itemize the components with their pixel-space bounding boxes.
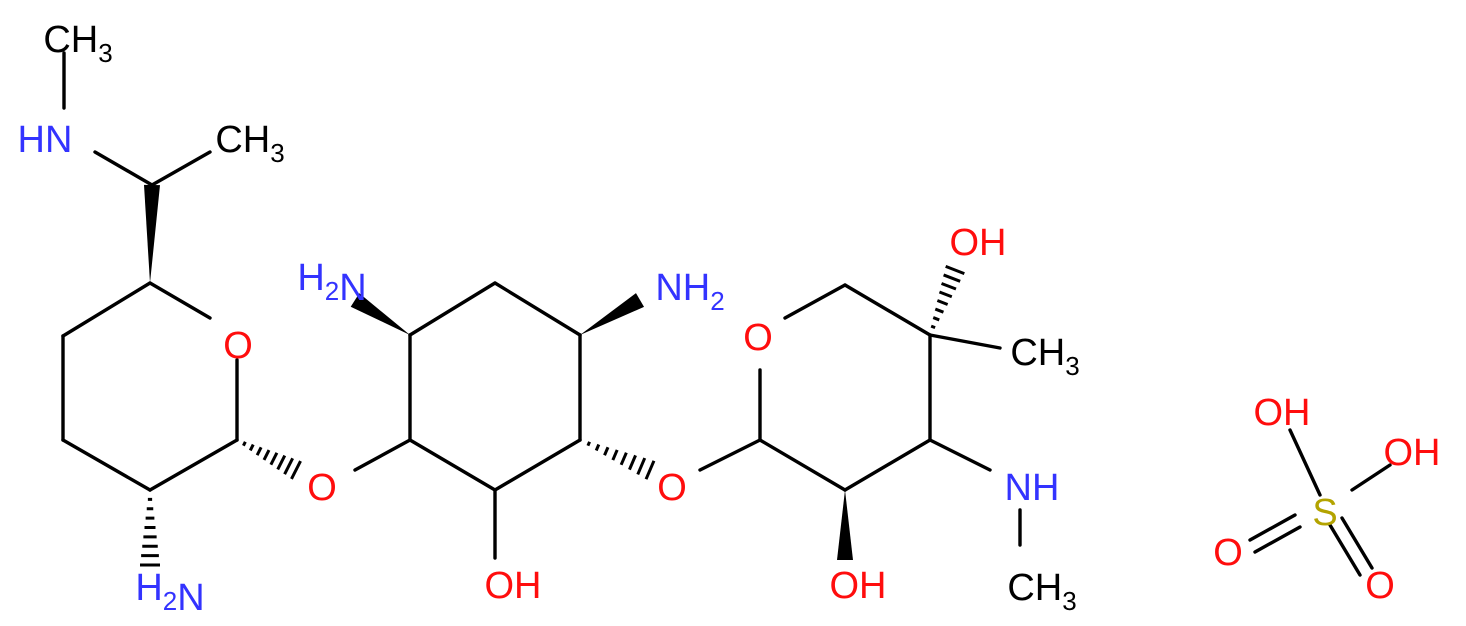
bond-ring <box>408 281 497 337</box>
sulfate-oh-left: OH <box>1254 392 1311 434</box>
sulfate-o-left: O <box>1213 532 1243 574</box>
sulfate-o-right: O <box>1365 565 1395 607</box>
bond-ring <box>493 281 582 337</box>
nh2-ring-left: H2N <box>297 257 366 309</box>
o-link-right: O <box>657 467 687 509</box>
sulfate-oh-right: OH <box>1384 432 1441 474</box>
hashed-oh-top <box>930 265 965 330</box>
o-ring-right: O <box>743 317 773 359</box>
ch3-label-top: CH3 <box>43 19 112 68</box>
bond-s-o1 <box>1248 513 1297 542</box>
bond-ring <box>61 438 152 492</box>
hashed-anomeric-o <box>242 441 302 480</box>
wedge-nh2-left <box>350 293 410 335</box>
bond-nh-ch <box>93 150 154 187</box>
nh2-left-sugar: H2N <box>135 567 204 619</box>
bond-ring <box>758 438 847 492</box>
wedge-ch-ring <box>144 184 160 283</box>
bond-s-o1b <box>1253 525 1302 554</box>
nh2-ring-right: NH2 <box>655 267 724 316</box>
ch3-label-topright: CH3 <box>215 119 284 168</box>
sulfate-s: S <box>1312 492 1337 534</box>
bond-c-ch3 <box>928 333 1002 350</box>
wedge-nh2-right <box>580 293 645 335</box>
oh-top-right: OH <box>950 222 1007 264</box>
nh-label-top: HN <box>18 119 73 161</box>
bond-s-o2 <box>1328 523 1362 577</box>
bond-o-ch2 <box>783 283 847 320</box>
bonds <box>61 51 1392 577</box>
bond-ch2-c <box>843 283 932 337</box>
hashed-nh2 <box>140 497 160 567</box>
oh-bottom-right: OH <box>830 565 887 607</box>
ch3-right: CH3 <box>1010 332 1079 381</box>
o-ring-left: O <box>223 325 253 367</box>
bond-s-o2b <box>1340 516 1374 570</box>
bond-ch-ch3 <box>150 150 212 187</box>
wedge-oh-bottom <box>837 490 853 560</box>
bond-c-nh <box>928 438 992 472</box>
bond-ring <box>843 438 932 492</box>
oh-ring-bottom: OH <box>485 565 542 607</box>
hashed-o-right <box>586 441 656 480</box>
bond-ring <box>148 438 239 492</box>
bond-o-c <box>698 438 762 472</box>
bond-s-oh <box>1288 428 1322 497</box>
bond-ring-o <box>148 281 212 320</box>
o-link-left: O <box>307 467 337 509</box>
nh-right: NH <box>1005 467 1060 509</box>
bond-o-ring <box>353 438 412 472</box>
bond-ring <box>408 438 497 492</box>
ch3-bottom-right: CH3 <box>1007 567 1076 616</box>
bond-s-oh2 <box>1350 463 1392 492</box>
bond-ring <box>61 281 152 338</box>
bond-ring <box>493 438 582 492</box>
